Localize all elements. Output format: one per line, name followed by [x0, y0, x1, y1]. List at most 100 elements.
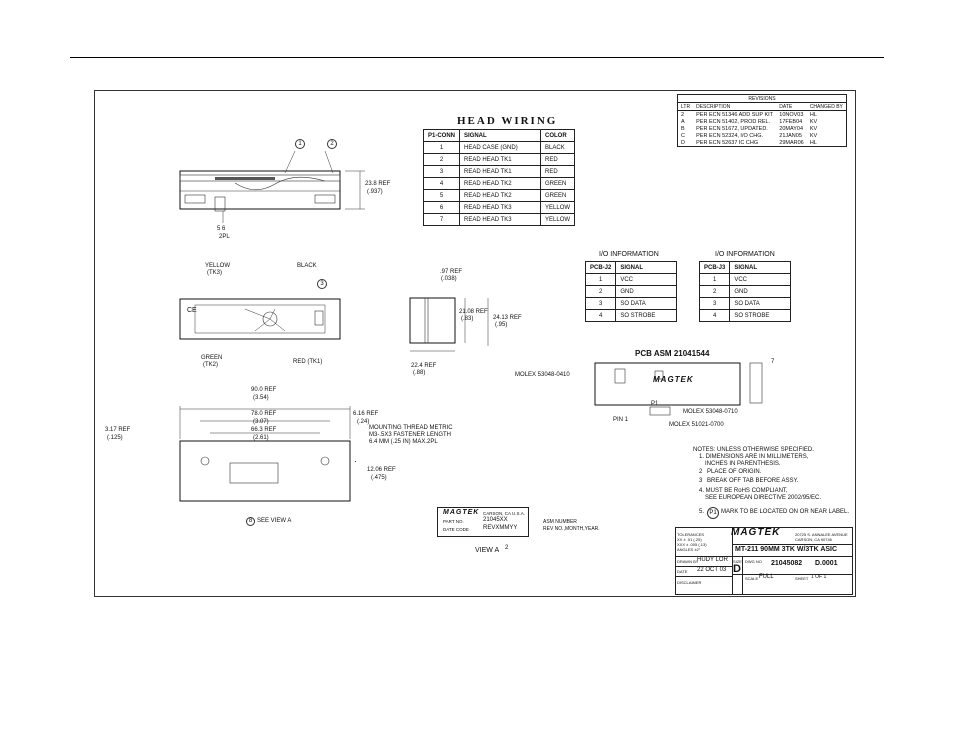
tb-tol-2: XX ± .01 (.25)	[677, 537, 702, 542]
mount-note-3: 6.4 MM (.25 IN) MAX.2PL	[369, 439, 438, 445]
rev-cell: KV	[809, 118, 818, 125]
side-dim-4-in: (.88)	[413, 370, 426, 376]
hw-cell: READ HEAD TK2	[459, 189, 542, 202]
label-yellow: YELLOW	[205, 263, 231, 269]
side-dim-2: 21.08 REF	[459, 309, 488, 315]
top-view-drawing	[179, 150, 365, 223]
tb-rev-value: D.0001	[815, 560, 838, 567]
io-j2-cell: GND	[615, 285, 678, 298]
side-dim-1-in: (.038)	[441, 276, 457, 282]
note-2-tri: 2	[699, 469, 703, 475]
io-j2-title: I/O INFORMATION	[599, 251, 659, 258]
hw-cell: GREEN	[540, 177, 576, 190]
note-3: BREAK OFF TAB BEFORE ASSY.	[707, 478, 799, 484]
note-4: 4. MUST BE RoHS COMPLIANT,	[699, 488, 788, 494]
label-molex-0710: MOLEX 53048-0710	[683, 409, 738, 415]
hw-cell: 7	[422, 213, 461, 226]
mount-note-2: M3-.5X3 FASTENER LENGTH	[369, 432, 452, 438]
view-a-rev: REV NO.,MONTH,YEAR.	[543, 526, 600, 532]
dim-overall-in: (3.54)	[253, 395, 269, 401]
tb-dwg-value: 21045082	[771, 560, 803, 567]
tb-tol-1: TOLERANCES	[677, 532, 705, 537]
tb-scale-value: FULL	[759, 574, 774, 580]
pcb-drawing	[594, 362, 763, 416]
io-j3-cell: 2	[698, 285, 731, 298]
dim-height-inches: (.937)	[367, 189, 383, 195]
revision-title: REVISIONS	[677, 94, 847, 103]
label-p1: P1	[651, 401, 659, 407]
label-black: BLACK	[297, 263, 317, 269]
io-j2-cell: 3	[584, 297, 617, 310]
rev-cell: 20MAY04	[779, 125, 804, 132]
io-j2-cell: 2	[584, 285, 617, 298]
io-j3-col-signal: SIGNAL	[729, 261, 792, 274]
rev-cell: PER ECN 52637 IC CHG	[696, 139, 759, 146]
side-dim-2-in: (.83)	[461, 316, 474, 322]
label-molex-0410: MOLEX 53048-0410	[515, 372, 570, 378]
view-a-city: CARSON, CA U.S.A.	[483, 511, 526, 516]
balloon-1: 1	[295, 139, 305, 149]
io-j2-cell: 1	[584, 273, 617, 286]
tb-size-label: SIZE	[733, 559, 742, 564]
note-5-balloon: P1	[707, 507, 719, 519]
tb-dwg-label: DWG NO	[745, 559, 762, 564]
hw-cell: 4	[422, 177, 461, 190]
mount-note-1: MOUNTING THREAD METRIC	[369, 425, 453, 431]
label-green: GREEN	[201, 355, 223, 361]
io-j3-col-pin: PCB-J3	[698, 261, 731, 274]
io-j3-cell: VCC	[729, 273, 792, 286]
dim-317-in: (.125)	[107, 435, 123, 441]
tb-scale-label: SCALE	[745, 576, 759, 581]
rev-cell: 10NOV03	[779, 111, 804, 118]
side-dim-4: 22.4 REF	[411, 363, 437, 369]
note-4b: SEE EUROPEAN DIRECTIVE 2002/95/EC.	[705, 495, 822, 501]
dim-317: 3.17 REF	[105, 427, 131, 433]
rev-cell: D	[681, 139, 685, 146]
io-j3-cell: SO DATA	[729, 297, 792, 310]
hw-cell: 3	[422, 165, 461, 178]
hw-cell: READ HEAD TK3	[459, 213, 542, 226]
rev-cell: 21JAN05	[779, 132, 802, 139]
note-2pl: 2PL	[219, 234, 230, 240]
tb-sheet-label: SHEET	[795, 576, 809, 581]
label-green-tk: (TK2)	[203, 362, 218, 368]
hw-cell: BLACK	[540, 141, 576, 154]
hw-cell: GREEN	[540, 189, 576, 202]
view-a-label	[437, 507, 529, 537]
dim-78: 78.0 REF	[251, 411, 277, 417]
rev-cell: HL	[809, 139, 817, 146]
note-2: PLACE OF ORIGIN.	[707, 469, 762, 475]
pcb-logo: MAGTEK	[653, 375, 694, 384]
wiring-view-drawing	[179, 298, 341, 340]
hw-col-signal: SIGNAL	[459, 129, 542, 142]
hw-cell: READ HEAD TK2	[459, 177, 542, 190]
io-j2-cell: SO DATA	[615, 297, 678, 310]
balloon-7: 7	[771, 359, 775, 365]
see-view-a: SEE VIEW A	[257, 518, 292, 524]
hw-cell: YELLOW	[540, 201, 576, 214]
balloon-5-6: 5 6	[217, 226, 226, 232]
dim-616: 6.16 REF	[353, 411, 379, 417]
dim-overall: 90.0 REF	[251, 387, 277, 393]
io-j3-cell: SO STROBE	[729, 309, 792, 322]
io-j3-cell: 1	[698, 273, 731, 286]
rev-col-ltr: LTR	[677, 102, 694, 111]
note-1: 1. DIMENSIONS ARE IN MILLIMETERS,	[699, 454, 809, 460]
note-5: MARK TO BE LOCATED ON OR NEAR LABEL.	[721, 509, 850, 515]
rev-cell: KV	[809, 125, 818, 132]
rev-cell: HL	[809, 111, 817, 118]
view-a-part-value: 21045XX	[483, 517, 508, 523]
hw-cell: 6	[422, 201, 461, 214]
rev-col-date: DATE	[776, 102, 807, 111]
tb-title: MT-211 90MM 3TK W/3TK ASIC	[735, 546, 838, 553]
rev-cell: PER ECN 51672, UPDATED.	[696, 125, 768, 132]
tb-logo: MAGTEK	[731, 527, 781, 538]
tb-addr-2: CARSON, CA 90746	[795, 537, 832, 542]
io-j3-cell: 4	[698, 309, 731, 322]
